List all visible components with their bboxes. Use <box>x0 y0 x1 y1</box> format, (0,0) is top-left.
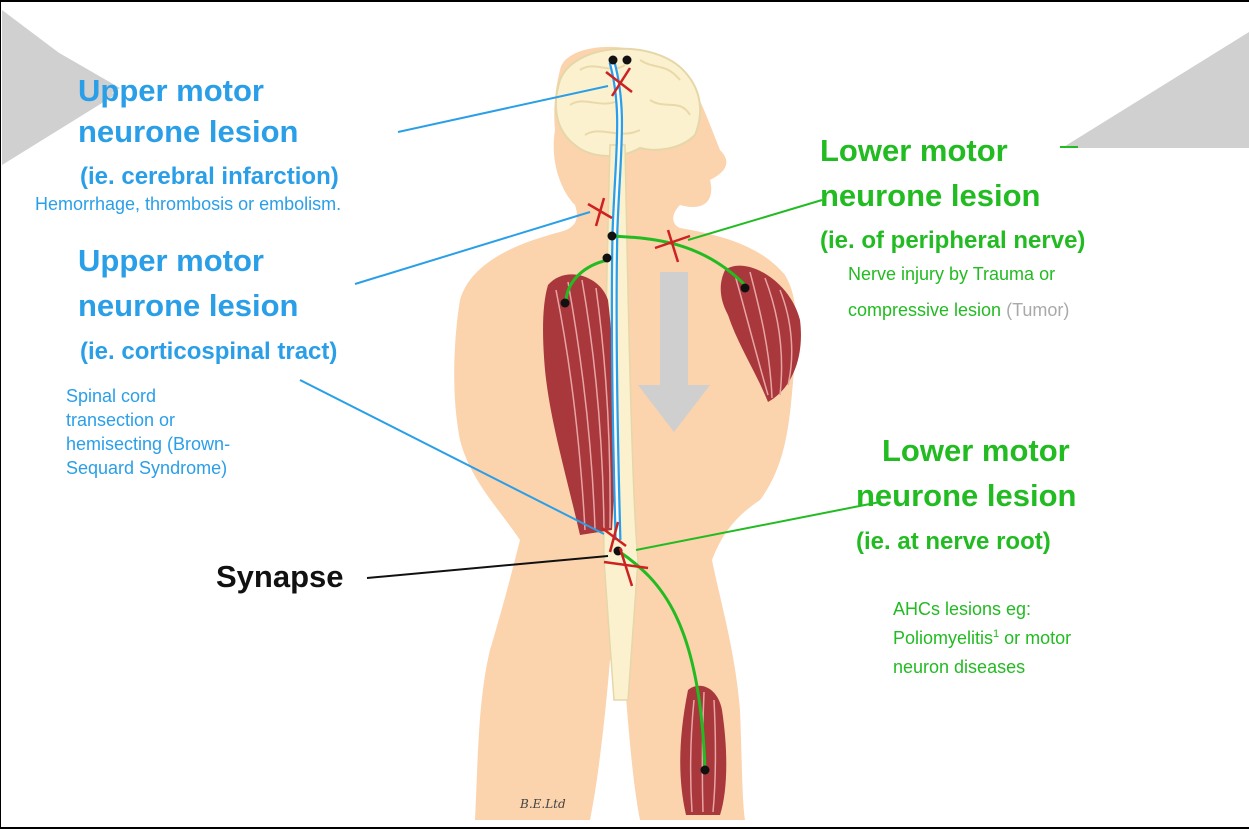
lmn-peripheral-note-line2: compressive lesion (Tumor) <box>848 298 1069 322</box>
umn-brain-title-line1: Upper motor <box>78 72 264 109</box>
umn-spinal-note-line1: Spinal cord <box>66 384 156 408</box>
umn-spinal-note-line4: Sequard Syndrome) <box>66 456 227 480</box>
synapse-label: Synapse <box>216 558 344 595</box>
lmn-root-note-line2: Poliomyelitis1 or motor <box>893 626 1071 650</box>
umn-spinal-title-line1: Upper motor <box>78 242 264 279</box>
tumor-note: (Tumor) <box>1006 300 1069 320</box>
lmn-root-title-line2: neurone lesion <box>856 477 1076 514</box>
umn-spinal-subtitle: (ie. corticospinal tract) <box>80 338 337 366</box>
lmn-root-title-line1: Lower motor <box>882 432 1070 469</box>
umn-spinal-title-line2: neurone lesion <box>78 287 298 324</box>
umn-spinal-note-line2: transection or <box>66 408 175 432</box>
umn-brain-title-line2: neurone lesion <box>78 113 298 150</box>
lmn-peripheral-subtitle: (ie. of peripheral nerve) <box>820 227 1085 255</box>
lmn-root-subtitle: (ie. at nerve root) <box>856 528 1051 556</box>
lmn-root-note-line1: AHCs lesions eg: <box>893 597 1031 621</box>
image-credit: B.E.Ltd <box>520 797 566 811</box>
lmn-root-note-rest: or motor <box>999 628 1071 648</box>
umn-brain-subtitle: (ie. cerebral infarction) <box>80 163 339 191</box>
umn-spinal-note-line3: hemisecting (Brown- <box>66 432 230 456</box>
lmn-peripheral-title-line1: Lower motor <box>820 132 1008 169</box>
lmn-peripheral-note-line1: Nerve injury by Trauma or <box>848 262 1055 286</box>
poliomyelitis-text: Poliomyelitis <box>893 628 993 648</box>
lmn-root-note-line3: neuron diseases <box>893 655 1025 679</box>
umn-brain-note: Hemorrhage, thrombosis or embolism. <box>35 192 341 216</box>
lmn-peripheral-title-line2: neurone lesion <box>820 177 1040 214</box>
lmn-peripheral-note-main: compressive lesion <box>848 300 1001 320</box>
